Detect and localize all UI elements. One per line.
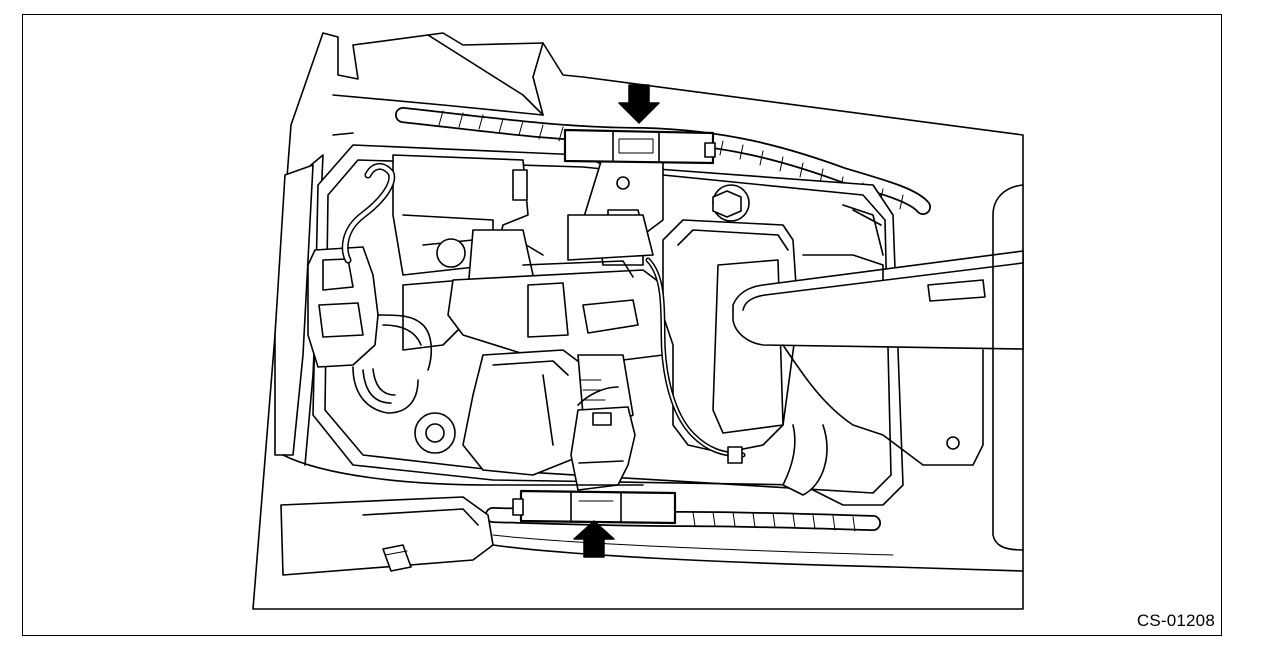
upper-clip: [563, 128, 716, 165]
lower-bracket: [570, 406, 636, 491]
console-front-trim: [280, 454, 1024, 576]
arrow-up-icon: [573, 520, 615, 558]
left-connector: [307, 163, 433, 414]
console-right-panel: [992, 184, 1024, 551]
arrow-down-icon: [618, 84, 660, 124]
right-housing: [782, 204, 984, 496]
shifter-assembly-drawing: [252, 32, 1024, 610]
figure-id-label: CS-01208: [1136, 611, 1215, 630]
shift-linkage: [447, 154, 664, 366]
shift-lever-housing: [645, 219, 799, 464]
lower-clip: [512, 489, 677, 525]
diagram-frame: CS-01208: [22, 14, 1222, 636]
